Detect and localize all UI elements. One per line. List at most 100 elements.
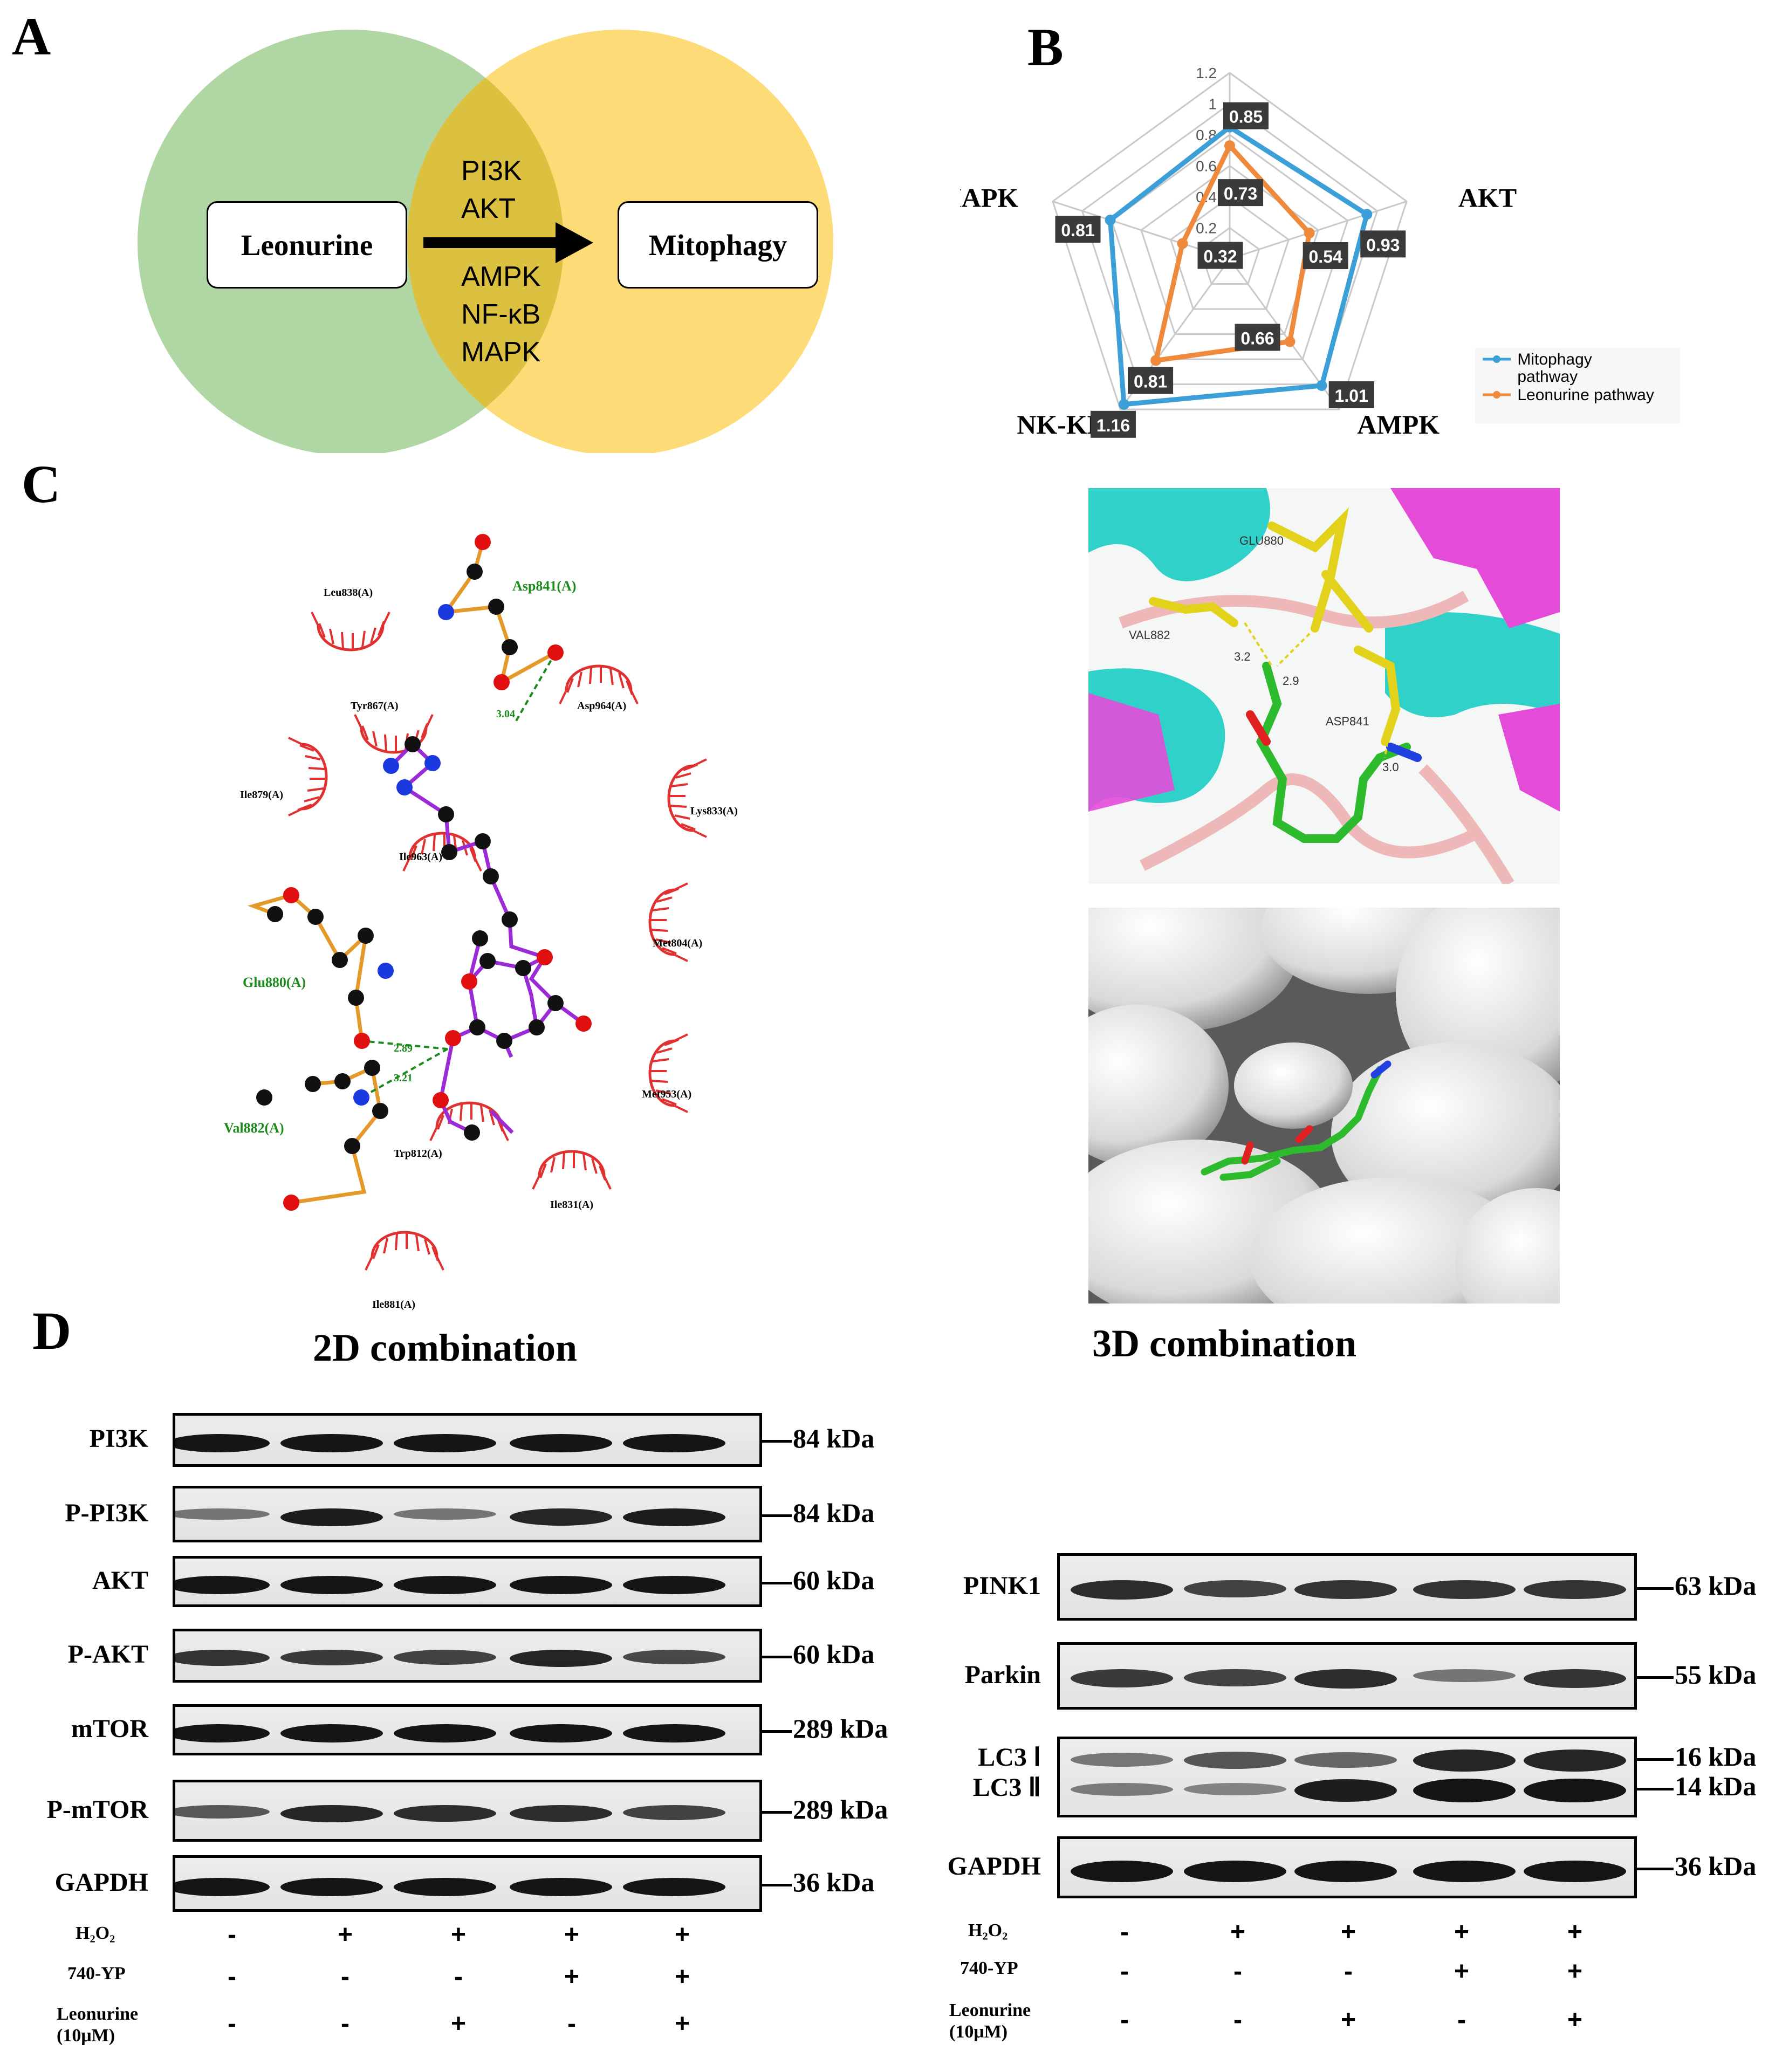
radar-data-label: 1.16 <box>1096 416 1130 435</box>
blot-band <box>510 1434 612 1452</box>
distance-3: 3.21 <box>394 1072 413 1084</box>
blot-band <box>280 1508 383 1526</box>
surface-svg <box>1088 908 1560 1303</box>
blot-band <box>1294 1752 1397 1768</box>
treatment-sign: + <box>1230 1918 1246 1946</box>
blot-band <box>1413 1749 1516 1772</box>
blot-band <box>1071 1580 1173 1600</box>
blot-kda: 55 kDa <box>1675 1659 1757 1690</box>
blot-strip <box>173 1855 762 1912</box>
label-asp841: Asp841(A) <box>512 578 576 594</box>
leonurine-dose: (10μM) <box>57 2026 115 2046</box>
blot-strip <box>173 1704 762 1755</box>
blot-band <box>1413 1580 1516 1599</box>
blot-band <box>1524 1669 1626 1688</box>
atoms <box>256 534 592 1211</box>
blot-band <box>1184 1783 1286 1796</box>
blot-marker-tick <box>1637 1758 1674 1761</box>
radar-chart: 1.210.80.60.40.20PI3KAKTAMPKNK-KBMAPK0.8… <box>936 24 1715 442</box>
blot-band <box>1071 1782 1173 1796</box>
radar-data-label: 1.01 <box>1335 386 1368 406</box>
label-leu838: Leu838(A) <box>324 587 373 599</box>
blot-band <box>1413 1779 1516 1802</box>
venn-left-label: Leonurine <box>241 228 373 262</box>
panel-letter-b: B <box>1027 17 1064 77</box>
blot-band <box>623 1805 725 1820</box>
venn-right-label: Mitophagy <box>648 228 787 262</box>
treatment-left-leonurine: Leonurine (10μM) <box>57 2004 138 2047</box>
blot-band <box>1413 1669 1516 1682</box>
blot-band <box>1294 1860 1397 1882</box>
treatment-sign: + <box>674 1963 690 1991</box>
venn-item: AKT <box>461 193 516 224</box>
radar-spoke <box>1229 200 1407 260</box>
radar-data-label-bg <box>1055 216 1101 243</box>
blot-label: mTOR <box>71 1714 148 1743</box>
blot-band <box>394 1805 496 1822</box>
radar-category-label: AMPK <box>1357 409 1440 440</box>
ribbon-label-glu880: GLU880 <box>1239 534 1284 547</box>
treatment-sign: - <box>567 2009 576 2038</box>
blot-band <box>510 1575 612 1594</box>
radar-data-label: 0.73 <box>1224 184 1257 203</box>
label-asp964: Asp964(A) <box>577 700 626 712</box>
treatment-sign: + <box>564 1920 580 1949</box>
blot-kda: 84 kDa <box>793 1423 875 1453</box>
blot-band <box>280 1724 383 1742</box>
blot-band <box>623 1877 725 1896</box>
treatment-sign: - <box>228 2009 236 2038</box>
blot-band <box>175 1508 270 1520</box>
blot-marker-tick <box>762 1883 792 1886</box>
treatment-right-h2o2: H₂O₂ <box>968 1920 1008 1940</box>
radar-point <box>1105 215 1116 226</box>
blot-band <box>510 1508 612 1526</box>
blot-kda: 14 kDa <box>1675 1771 1757 1801</box>
radar-category-label: AKT <box>1458 182 1517 212</box>
docking-2d-diagram: Asp841(A) Glu880(A) Val882(A) Leu838(A) … <box>178 496 825 1316</box>
blot-band <box>175 1434 270 1452</box>
blot-kda: 36 kDa <box>1675 1850 1757 1881</box>
blot-label-lc3-2: LC3 Ⅱ <box>972 1773 1041 1802</box>
hydrogen-bonds <box>361 652 557 1099</box>
blot-band <box>1524 1860 1626 1882</box>
docking-3d-ribbon: GLU880 VAL882 ASP841 3.2 2.9 3.0 <box>1088 488 1560 884</box>
ribbon-label-val882: VAL882 <box>1129 628 1170 642</box>
blot-kda: 16 kDa <box>1675 1741 1757 1772</box>
label-glu880: Glu880(A) <box>243 975 306 990</box>
radar-tick-label: 0.2 <box>1196 220 1217 237</box>
venn-item: MAPK <box>461 337 541 368</box>
treatment-sign: + <box>1567 1918 1583 1946</box>
blot-band <box>394 1508 496 1520</box>
blot-label: AKT <box>92 1566 148 1595</box>
blot-marker-tick <box>1637 1788 1674 1790</box>
blot-band <box>1184 1580 1286 1598</box>
ribbon-svg: GLU880 VAL882 ASP841 3.2 2.9 3.0 <box>1088 488 1560 884</box>
blot-label: GAPDH <box>54 1868 148 1897</box>
radar-point <box>1224 140 1235 152</box>
blot-kda: 289 kDa <box>793 1794 888 1824</box>
treatment-sign: - <box>1457 2006 1466 2034</box>
venn-item: PI3K <box>461 155 522 187</box>
venn-overlap-top: PI3K AKT <box>461 152 522 228</box>
radar-data-label: 0.54 <box>1309 247 1342 266</box>
blot-band <box>280 1434 383 1452</box>
radar-data-label-bg <box>1090 410 1136 438</box>
radar-tick-label: 1.2 <box>1196 65 1217 81</box>
radar-data-label-bg <box>1223 102 1269 129</box>
venn-overlap <box>407 30 564 456</box>
panel-letter-d: D <box>32 1301 72 1361</box>
blot-strip <box>1057 1553 1637 1621</box>
panel-letter-a: A <box>12 6 51 66</box>
blot-band <box>394 1724 496 1742</box>
treatment-left-740yp: 740-YP <box>67 1964 126 1984</box>
blot-strip <box>173 1556 762 1607</box>
blot-kda: 289 kDa <box>793 1713 888 1744</box>
blot-band <box>280 1877 383 1896</box>
panel-letter-c: C <box>22 454 61 514</box>
radar-grid-ring <box>1169 196 1290 310</box>
radar-data-label: 0.66 <box>1240 329 1274 348</box>
blot-band <box>1524 1779 1626 1802</box>
radar-data-label-bg <box>1360 230 1406 258</box>
label-tyr867: Tyr867(A) <box>351 700 399 712</box>
label-met953: Met953(A) <box>642 1088 691 1100</box>
